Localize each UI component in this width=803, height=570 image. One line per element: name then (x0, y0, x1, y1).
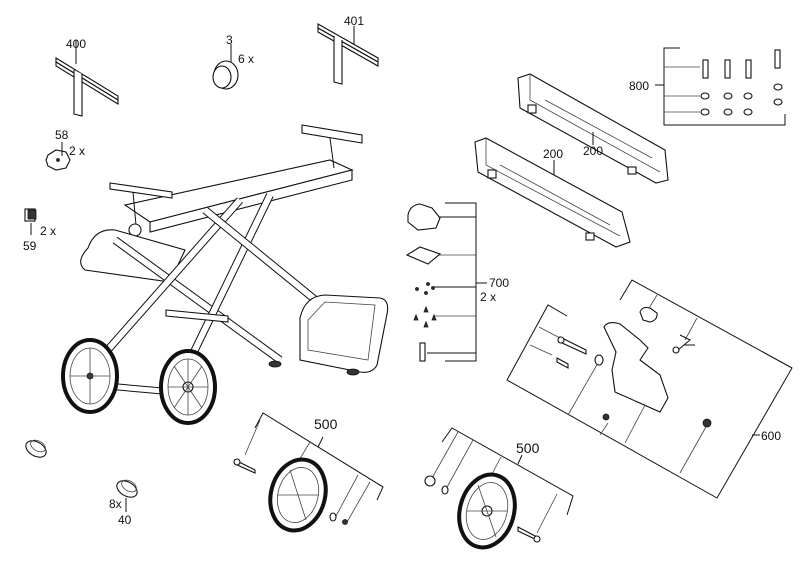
part-401-support-arm[interactable] (317, 23, 379, 85)
part-700-foot-kit[interactable] (405, 202, 487, 362)
label-part-400: 400 (66, 37, 87, 51)
label-part-59: 59 (23, 239, 37, 253)
label-part-500-right: 500 (516, 440, 540, 456)
label-part-500-left: 500 (314, 416, 338, 432)
label-part-3-qty: 6 x (238, 52, 255, 66)
label-part-59-qty: 2 x (40, 224, 57, 238)
label-part-600: 600 (761, 429, 782, 443)
stand-frame-assembly[interactable] (80, 124, 389, 397)
part-500-wheel-kit-left[interactable] (233, 412, 384, 537)
part-400-support-arm[interactable] (55, 40, 119, 117)
part-600-bracket-kit[interactable] (506, 279, 793, 499)
part-200-rail-lower[interactable] (474, 137, 631, 248)
label-part-700-qty: 2 x (480, 290, 497, 304)
stand-wheel-right[interactable] (159, 349, 217, 425)
label-part-700: 700 (489, 276, 510, 290)
part-59-end-cap[interactable] (24, 208, 37, 235)
part-3-cap[interactable] (212, 44, 239, 90)
label-part-200-lower: 200 (543, 147, 564, 161)
part-58-knob[interactable] (45, 142, 71, 171)
part-800-hardware-kit[interactable] (655, 47, 786, 126)
label-part-40: 40 (118, 513, 132, 527)
label-part-58-qty: 2 x (69, 144, 86, 158)
label-part-200-upper: 200 (583, 144, 604, 158)
part-200-rail-upper[interactable] (517, 73, 669, 184)
label-part-58: 58 (55, 128, 69, 142)
label-part-3: 3 (226, 33, 233, 47)
label-part-800: 800 (629, 79, 650, 93)
part-500-wheel-kit-right[interactable] (424, 427, 574, 554)
label-part-401: 401 (344, 14, 365, 28)
label-part-40-qty: 8x (109, 497, 122, 511)
stand-wheel-left[interactable] (61, 338, 119, 414)
part-40-foot[interactable] (23, 437, 140, 512)
